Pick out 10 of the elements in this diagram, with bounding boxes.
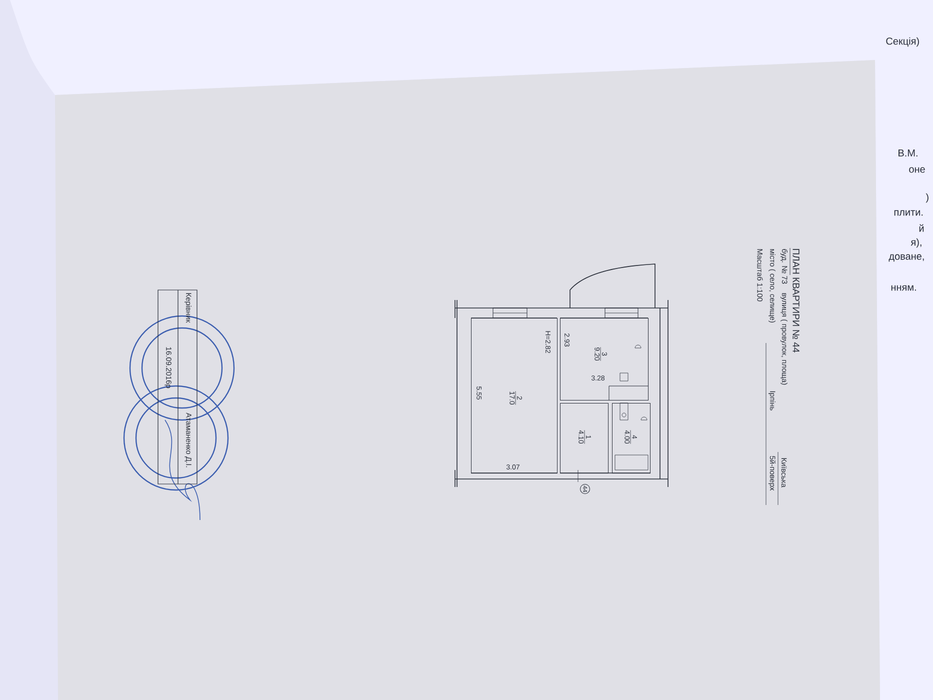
page-text: Секція) [886,37,919,47]
page-text: й [919,224,924,232]
page-text: оне [909,167,925,173]
page-text: ) [926,193,928,203]
page-text: доване, [888,254,924,262]
page-text: В.М. [898,150,918,156]
title: ПЛАН КВАРТИРИ № 44 [792,248,800,352]
page-text: плити. [894,210,923,216]
page-text: нням. [891,285,916,291]
page-text: я), [910,238,922,248]
